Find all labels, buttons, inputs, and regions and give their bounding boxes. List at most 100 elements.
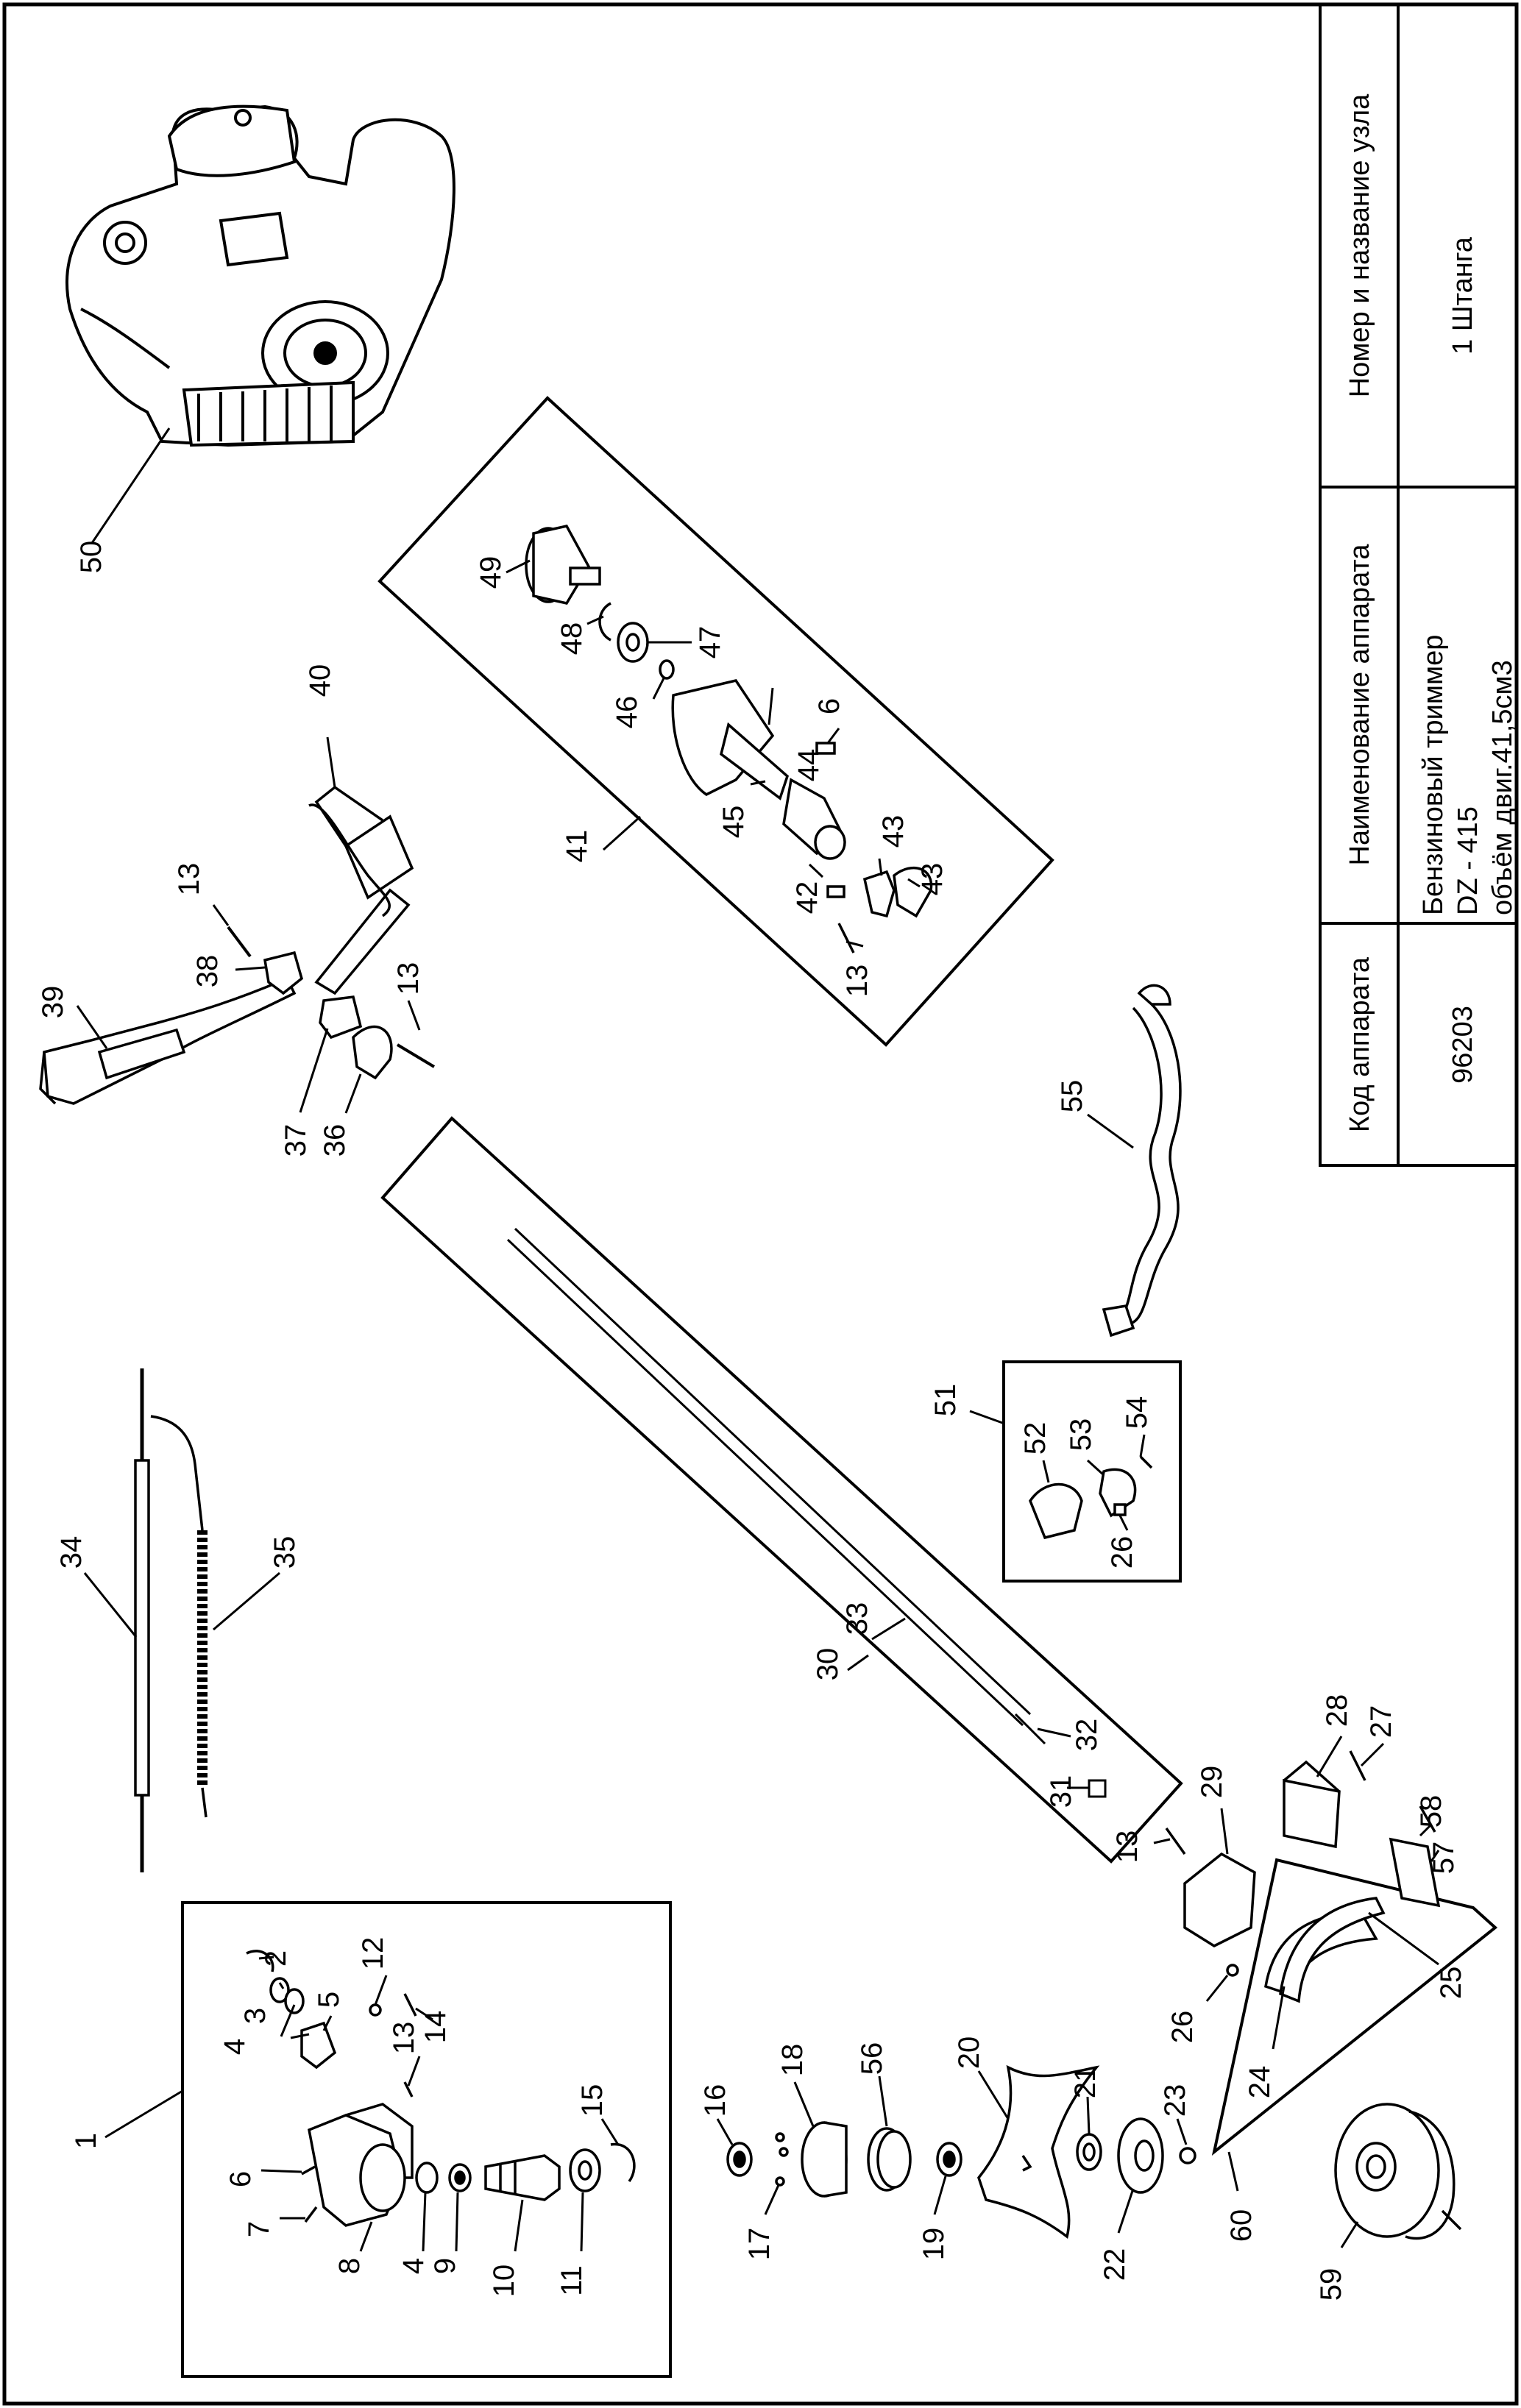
part-label-1: 1 <box>70 2133 102 2149</box>
group-frame-shaft-tube <box>380 1116 1183 1864</box>
value-device-name-line2: DZ - 415 <box>1453 806 1483 915</box>
part-label-55: 55 <box>1056 1080 1088 1113</box>
part-label-53: 53 <box>1065 1418 1097 1452</box>
part-label-15: 15 <box>576 2084 609 2117</box>
part-label-52: 52 <box>1019 1422 1052 1455</box>
part-label-18: 18 <box>776 2044 809 2077</box>
part-label-50: 50 <box>75 541 107 574</box>
guard-leaders <box>1153 1736 1440 2192</box>
gearbox-leaders <box>104 1956 620 2252</box>
handle-drawing <box>39 785 414 1105</box>
part-label-57: 57 <box>1428 1841 1460 1875</box>
part-label-43a: 43 <box>877 815 910 848</box>
part-label-4-lower: 4 <box>397 2258 430 2274</box>
group-frame-guard <box>1211 1858 1498 2156</box>
part-label-48: 48 <box>556 622 588 656</box>
leader-55 <box>1087 1113 1134 1149</box>
part-label-13-clutch: 13 <box>841 965 873 998</box>
part-label-22: 22 <box>1099 2248 1131 2281</box>
part-label-26-guard: 26 <box>1166 2011 1199 2044</box>
part-label-29: 29 <box>1196 1766 1228 1799</box>
part-label-41: 41 <box>561 830 593 863</box>
header-node-name: Номер и название узла <box>1344 93 1375 397</box>
part-label-5: 5 <box>313 1992 345 2008</box>
part-label-51: 51 <box>929 1384 962 1417</box>
part-label-56: 56 <box>856 2042 888 2075</box>
header-device-name: Наименование аппарата <box>1344 544 1375 866</box>
part-label-2: 2 <box>260 1950 292 1967</box>
part-label-30: 30 <box>812 1648 844 1681</box>
part-label-8: 8 <box>333 2258 366 2274</box>
part-label-49: 49 <box>475 556 507 589</box>
leader-35 <box>213 1571 280 1631</box>
part-label-20: 20 <box>953 2036 985 2070</box>
value-device-name-line3: объём двиг.41,5см3 <box>1487 660 1518 915</box>
part-label-46: 46 <box>611 696 643 729</box>
part-label-39: 39 <box>37 986 69 1019</box>
clamp-parts-drawing <box>1029 1455 1153 1540</box>
part-label-27: 27 <box>1365 1705 1397 1738</box>
part-label-21: 21 <box>1069 2066 1102 2099</box>
group-frame-clamp <box>1002 1360 1182 1583</box>
clutch-parts-drawing <box>525 525 933 953</box>
part-label-36: 36 <box>319 1124 351 1157</box>
guard-drawing <box>1165 1750 1441 2003</box>
part-label-47: 47 <box>694 626 726 659</box>
part-label-11: 11 <box>556 2265 588 2296</box>
part-label-23: 23 <box>1159 2084 1191 2117</box>
part-label-13-handle-a: 13 <box>173 863 205 896</box>
part-label-40: 40 <box>304 664 336 697</box>
group-frame-gearbox <box>181 1901 672 2378</box>
part-label-3: 3 <box>239 2008 272 2024</box>
part-label-7: 7 <box>243 2221 275 2237</box>
part-label-24: 24 <box>1244 2066 1276 2099</box>
part-label-13-guard: 13 <box>1111 1830 1144 1864</box>
part-label-33: 33 <box>841 1602 873 1635</box>
part-label-12: 12 <box>357 1937 389 1970</box>
leader-50 <box>91 427 171 544</box>
part-label-9: 9 <box>429 2258 461 2274</box>
leader-59 <box>1340 2221 1359 2248</box>
part-label-28: 28 <box>1321 1694 1353 1727</box>
part-label-42: 42 <box>791 881 823 914</box>
part-label-45: 45 <box>717 806 750 839</box>
part-label-26-clamp: 26 <box>1106 1536 1138 1569</box>
group-frame-clutch <box>377 396 1054 1047</box>
shaft-leaders <box>847 1617 1089 1789</box>
part-label-60: 60 <box>1225 2209 1258 2242</box>
part-label-58: 58 <box>1415 1795 1447 1828</box>
part-label-25: 25 <box>1435 1967 1467 2000</box>
part-label-4-upper: 4 <box>219 2039 251 2055</box>
value-device-name-line1: Бензиновый триммер <box>1418 635 1449 915</box>
part-label-14: 14 <box>419 2011 452 2044</box>
part-label-6-gearbox: 6 <box>224 2171 257 2187</box>
value-node-name: 1 Штанга <box>1447 236 1478 355</box>
part-label-10: 10 <box>488 2265 520 2298</box>
part-label-37: 37 <box>280 1124 312 1157</box>
part-label-17: 17 <box>743 2228 776 2261</box>
part-label-6: 6 <box>813 698 845 714</box>
part-label-44: 44 <box>793 749 825 782</box>
flex-shaft-drawing <box>1102 984 1182 1338</box>
blade-leaders <box>716 2070 1188 2234</box>
part-label-35: 35 <box>269 1536 301 1569</box>
part-label-59: 59 <box>1315 2268 1347 2301</box>
blade-drawing <box>726 2064 1196 2239</box>
handle-leaders <box>76 736 421 1114</box>
part-label-31: 31 <box>1045 1775 1077 1808</box>
part-label-16: 16 <box>699 2084 731 2117</box>
part-label-34: 34 <box>55 1536 88 1569</box>
part-label-19: 19 <box>918 2228 950 2261</box>
part-label-13-handle-b: 13 <box>392 962 425 995</box>
cable-drawing <box>134 1368 208 1872</box>
part-label-13-gearbox: 13 <box>388 2022 420 2055</box>
engine-drawing <box>65 104 455 447</box>
header-code: Код аппарата <box>1344 956 1375 1132</box>
value-code: 96203 <box>1447 1006 1478 1084</box>
clamp-leaders <box>969 1410 1146 1531</box>
part-label-38: 38 <box>191 955 224 988</box>
part-label-54: 54 <box>1121 1396 1153 1429</box>
leader-34 <box>83 1572 138 1638</box>
